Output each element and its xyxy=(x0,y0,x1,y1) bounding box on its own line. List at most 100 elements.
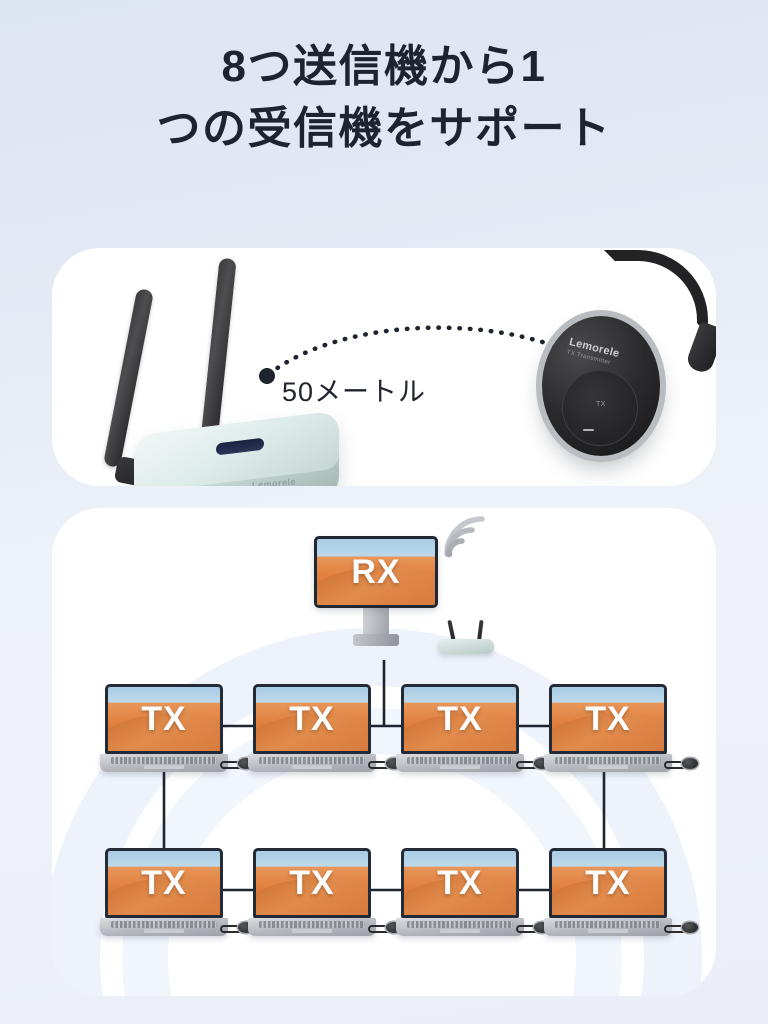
transmitter-cable xyxy=(604,250,708,334)
laptop-screen: TX xyxy=(253,848,371,918)
monitor-neck xyxy=(363,608,389,634)
transmitter-laptop-6: TX xyxy=(248,848,402,936)
dongle-body xyxy=(534,758,550,769)
transmitter-laptop-7: TX xyxy=(396,848,550,936)
topology-card: RX TX xyxy=(52,508,716,996)
laptop-screen: TX xyxy=(401,848,519,918)
wallpaper-dune xyxy=(404,713,516,751)
receiver-top-surface xyxy=(134,410,339,486)
transmitter-button[interactable]: TX xyxy=(562,370,638,446)
laptop-screen-label: TX xyxy=(289,863,335,902)
transmitter-body: Lemorele TX Transmitter TX xyxy=(542,316,660,456)
transmitter-dongle-icon xyxy=(368,758,402,770)
dongle-cable xyxy=(516,761,538,769)
transmitter-dongle-icon xyxy=(220,758,254,770)
keyboard xyxy=(111,757,217,764)
laptop-screen-label: TX xyxy=(437,699,483,738)
dongle-cable xyxy=(516,925,538,933)
wallpaper-dune xyxy=(256,877,368,915)
transmitter-led-label: TX xyxy=(596,401,606,408)
trackpad xyxy=(588,765,628,769)
transmitter-laptop-5: TX xyxy=(100,848,254,936)
transmitter-laptop-1: TX xyxy=(100,684,254,772)
wallpaper-dune xyxy=(552,713,664,751)
trackpad xyxy=(588,929,628,933)
wallpaper-dune xyxy=(404,877,516,915)
transmitter-laptop-4: TX xyxy=(544,684,698,772)
receiver-monitor: RX xyxy=(314,516,485,646)
dongle-body xyxy=(386,922,402,933)
transmitter-device: Lemorele TX Transmitter TX xyxy=(532,250,716,473)
laptop-screen: TX xyxy=(549,684,667,754)
dongle-body xyxy=(238,922,254,933)
laptop-screen: TX xyxy=(105,684,223,754)
transmitter-dongle-icon xyxy=(368,922,402,934)
transmitter-dongle-icon xyxy=(664,758,698,770)
laptop-screen-label: TX xyxy=(141,863,187,902)
transmitter-status-bar xyxy=(583,429,594,431)
keyboard xyxy=(555,921,661,928)
transmitter-dongle-icon xyxy=(516,922,550,934)
keyboard xyxy=(555,757,661,764)
dongle-body xyxy=(682,758,698,769)
receiver-screen: RX xyxy=(314,536,438,608)
dongle-cable xyxy=(664,925,686,933)
laptop-base xyxy=(544,918,698,936)
laptop-screen-label: TX xyxy=(585,863,631,902)
laptop-base xyxy=(100,754,254,772)
dongle-body xyxy=(682,922,698,933)
laptop-base xyxy=(396,918,550,936)
trackpad xyxy=(292,765,332,769)
page-title-line-2: つの受信機をサポート xyxy=(156,104,612,154)
wallpaper-dune xyxy=(552,877,664,915)
wallpaper-dune xyxy=(108,713,220,751)
monitor-foot xyxy=(353,634,399,646)
receiver-indicator-slot xyxy=(216,437,264,456)
laptop-screen-label: TX xyxy=(437,863,483,902)
trackpad xyxy=(440,765,480,769)
dongle-body xyxy=(534,922,550,933)
page-title: 8つ送信機から1 つの受信機をサポート xyxy=(0,36,768,161)
keyboard xyxy=(111,921,217,928)
keyboard xyxy=(407,757,513,764)
dongle-cable xyxy=(220,925,242,933)
laptop-screen: TX xyxy=(549,848,667,918)
laptop-base xyxy=(100,918,254,936)
transmitter-dongle-icon xyxy=(664,922,698,934)
distance-label: 50メートル xyxy=(282,377,427,407)
laptop-base xyxy=(396,754,550,772)
laptop-screen: TX xyxy=(253,684,371,754)
dongle-body xyxy=(238,758,254,769)
laptop-screen: TX xyxy=(401,684,519,754)
keyboard xyxy=(407,921,513,928)
keyboard xyxy=(259,757,365,764)
trackpad xyxy=(292,929,332,933)
wallpaper-dune xyxy=(256,713,368,751)
distance-card: Lemorele 50メートル Lemorele TX Transmitter … xyxy=(52,248,716,486)
laptop-base xyxy=(544,754,698,772)
transmitter-laptop-3: TX xyxy=(396,684,550,772)
dongle-cable xyxy=(368,925,390,933)
laptop-screen-label: TX xyxy=(289,699,335,738)
trackpad xyxy=(440,929,480,933)
dongle-cable xyxy=(220,761,242,769)
dongle-cable xyxy=(664,761,686,769)
laptop-screen: TX xyxy=(105,848,223,918)
receiver-screen-label: RX xyxy=(351,552,401,591)
trackpad xyxy=(144,929,184,933)
dongle-cable xyxy=(368,761,390,769)
receiver-body: Lemorele xyxy=(134,410,339,486)
wifi-signal-icon xyxy=(442,514,490,558)
transmitter-dongle-icon xyxy=(220,922,254,934)
trackpad xyxy=(144,765,184,769)
laptop-base xyxy=(248,918,402,936)
laptop-base xyxy=(248,754,402,772)
keyboard xyxy=(259,921,365,928)
laptop-screen-label: TX xyxy=(585,699,631,738)
receiver-antenna-right-icon xyxy=(200,257,237,444)
transmitter-dongle-icon xyxy=(516,758,550,770)
page-title-line-1: 8つ送信機から1 xyxy=(221,42,547,91)
transmitter-laptop-8: TX xyxy=(544,848,698,936)
transmitter-brand-label: Lemorele TX Transmitter xyxy=(566,332,622,369)
laptop-screen-label: TX xyxy=(141,699,187,738)
